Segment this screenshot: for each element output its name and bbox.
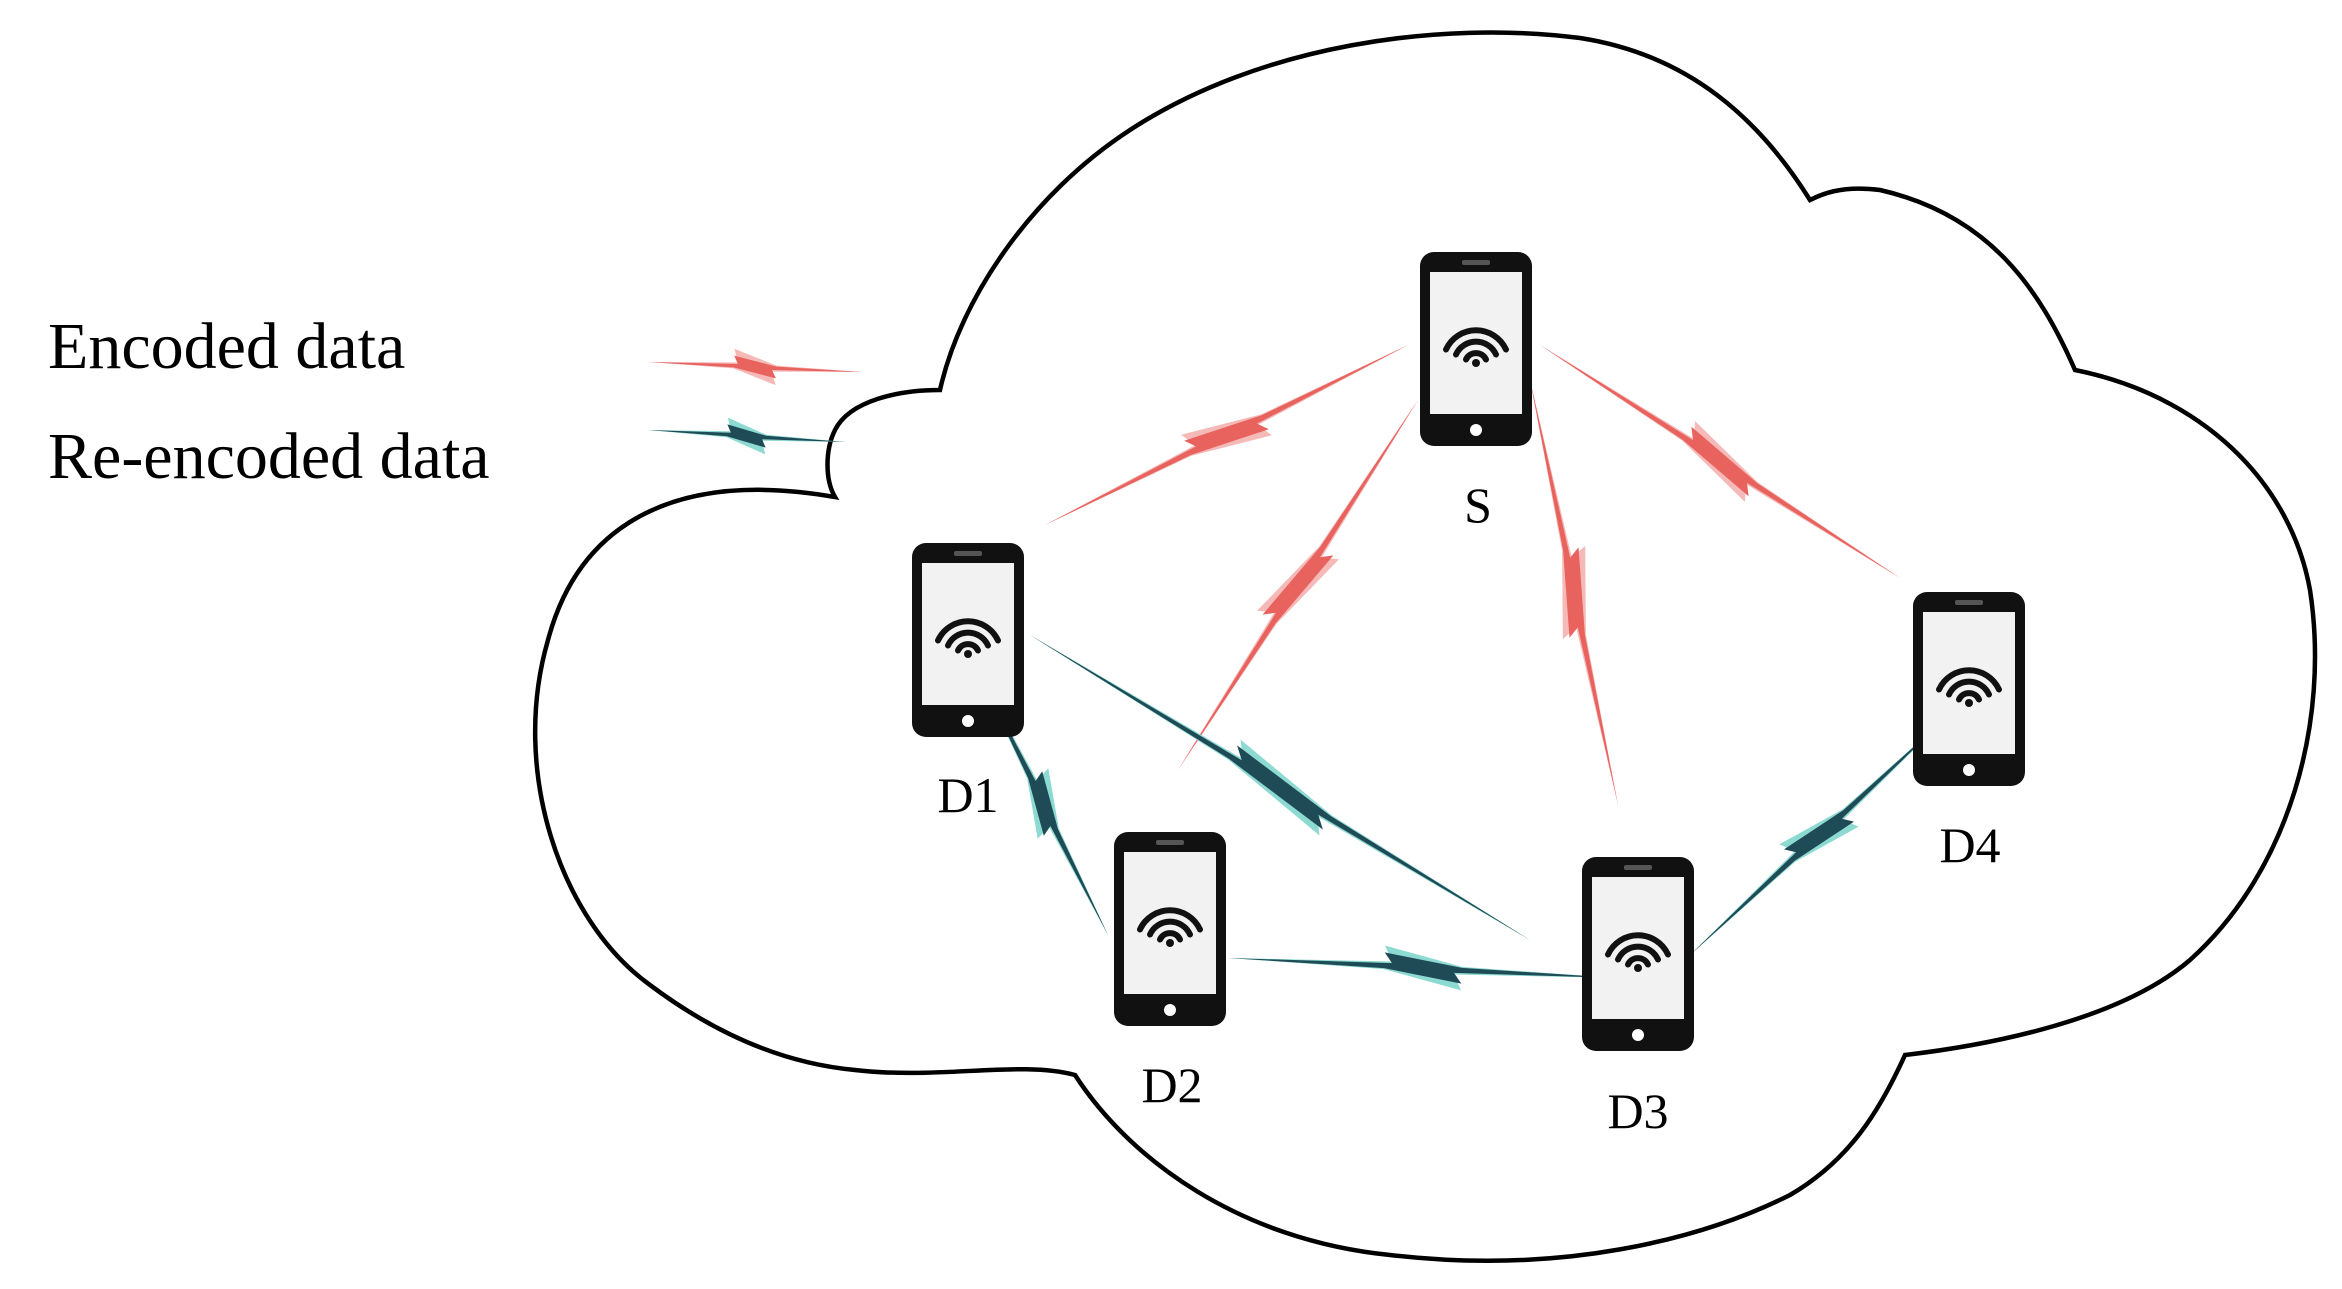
speaker-icon <box>1462 260 1490 265</box>
node-label-d3: D3 <box>1607 1083 1668 1139</box>
speaker-icon <box>1156 840 1184 845</box>
encoded-link-s-d1 <box>1045 345 1408 525</box>
wifi-icon <box>935 618 1001 658</box>
cloud-outline <box>532 30 2318 1264</box>
legend-encoded-label: Encoded data <box>48 310 405 383</box>
node-label-d2: D2 <box>1141 1057 1202 1113</box>
wifi-icon <box>1137 907 1203 947</box>
legend-reencoded-bolt <box>648 417 845 455</box>
reencoded-link-d1-d2 <box>978 672 1108 935</box>
encoded-link-s-d3 <box>1530 380 1618 805</box>
speaker-icon <box>954 551 982 556</box>
speaker-icon <box>1624 865 1652 870</box>
encoded-link-s-d2 <box>1178 400 1418 770</box>
node-label-d4: D4 <box>1939 817 2000 873</box>
wifi-icon <box>1936 667 2002 707</box>
home-button-icon <box>1632 1029 1644 1041</box>
node-label-s: S <box>1464 477 1492 533</box>
encoded-link-s-d4 <box>1540 345 1900 578</box>
phone-s: S <box>1420 252 1532 533</box>
speaker-icon <box>1955 600 1983 605</box>
reencoded-link-d1-d3 <box>1030 635 1530 940</box>
phone-d4: D4 <box>1913 592 2025 873</box>
home-button-icon <box>1470 424 1482 436</box>
phone-d1: D1 <box>912 543 1024 823</box>
legend: Encoded data Re-encoded data <box>48 310 862 493</box>
reencoded-link-d4-d3 <box>1690 716 1948 955</box>
home-button-icon <box>1164 1004 1176 1016</box>
legend-reencoded-label: Re-encoded data <box>48 420 490 493</box>
home-button-icon <box>1963 764 1975 776</box>
home-button-icon <box>962 715 974 727</box>
links-layer <box>978 345 1948 991</box>
reencoded-link-d2-d3 <box>1228 945 1618 991</box>
legend-encoded-bolt <box>648 348 862 386</box>
wifi-icon <box>1443 327 1509 367</box>
wifi-icon <box>1605 932 1671 972</box>
node-label-d1: D1 <box>937 767 998 823</box>
phone-d2: D2 <box>1114 832 1226 1113</box>
phone-d3: D3 <box>1582 857 1694 1139</box>
